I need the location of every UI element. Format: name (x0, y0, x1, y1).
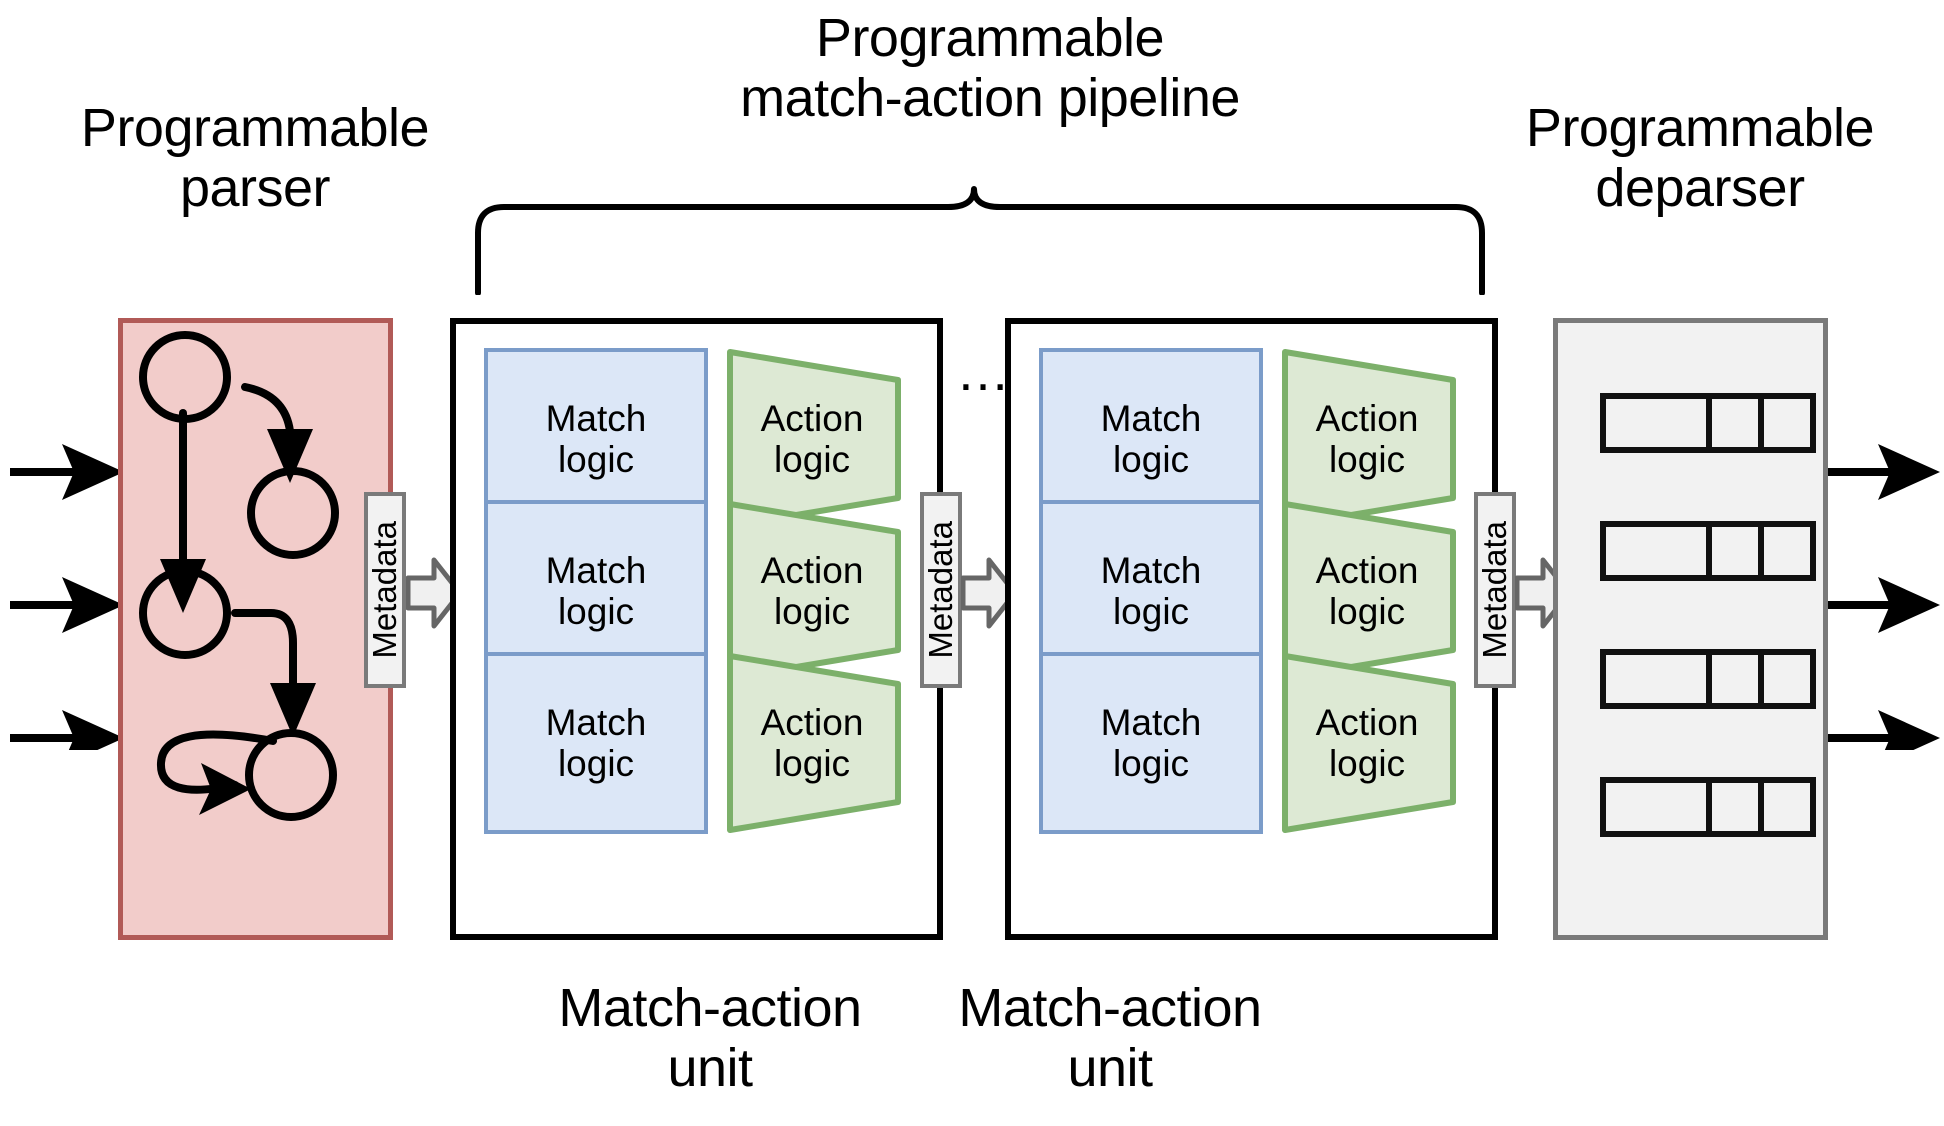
packet-cell (1600, 649, 1712, 709)
match-logic-box: Match logic (484, 348, 708, 530)
packet-row (1600, 777, 1816, 837)
metadata-flow-arrow-2 (961, 557, 1017, 629)
pipeline-title: Programmable match-action pipeline (740, 8, 1240, 129)
match-logic-box: Match logic (1039, 348, 1263, 530)
match-logic-box: Match logic (484, 500, 708, 682)
packet-cell (1706, 777, 1764, 837)
packet-cell (1758, 393, 1816, 453)
packet-cell (1706, 393, 1764, 453)
parser-state-node (139, 331, 231, 423)
action-logic-shape: Action logic (726, 652, 904, 834)
metadata-flow-arrow-1 (406, 557, 462, 629)
programmable-parser-block (118, 318, 393, 940)
metadata-label-1: Metadata (364, 492, 406, 688)
packet-cell (1706, 521, 1764, 581)
parser-title: Programmable parser (80, 98, 430, 219)
parser-state-node (247, 467, 339, 559)
packet-row (1600, 393, 1816, 453)
parser-state-node (139, 567, 231, 659)
parser-state-node (245, 729, 337, 821)
parser-states (139, 331, 339, 821)
packet-cell (1600, 393, 1712, 453)
metadata-label-3: Metadata (1474, 492, 1516, 688)
action-logic-shape: Action logic (1281, 652, 1459, 834)
pipeline-ellipsis: … (956, 342, 1012, 402)
parser-state-machine (139, 331, 339, 821)
packet-cell (1758, 777, 1816, 837)
packet-cell (1706, 649, 1764, 709)
deparser-title: Programmable deparser (1525, 98, 1875, 219)
egress-arrows (1828, 444, 1940, 750)
packet-cell (1758, 649, 1816, 709)
metadata-label-text: Metadata (1476, 521, 1513, 659)
metadata-label-2: Metadata (920, 492, 962, 688)
packet-row (1600, 649, 1816, 709)
packet-cell (1600, 521, 1712, 581)
metadata-label-text: Metadata (366, 521, 403, 659)
match-action-unit-1-label: Match-action unit (558, 978, 862, 1099)
match-action-unit-2-label: Match-action unit (958, 978, 1262, 1099)
packet-cell (1758, 521, 1816, 581)
ingress-arrows (10, 444, 124, 750)
packet-row (1600, 521, 1816, 581)
packet-cell (1600, 777, 1712, 837)
pipeline-brace (475, 186, 1485, 295)
metadata-label-text: Metadata (922, 521, 959, 659)
programmable-deparser-block (1553, 318, 1828, 940)
match-logic-box: Match logic (1039, 652, 1263, 834)
match-logic-box: Match logic (484, 652, 708, 834)
